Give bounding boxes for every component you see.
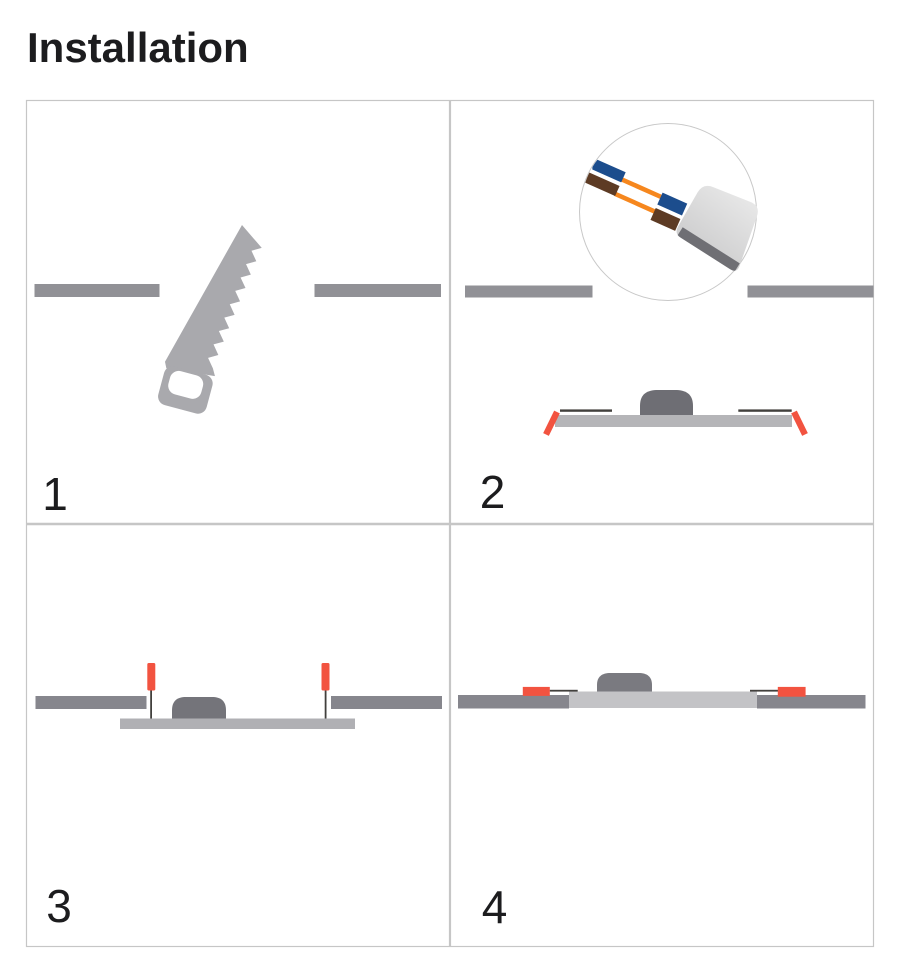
- svg-text:Installation: Installation: [27, 24, 249, 71]
- svg-text:3: 3: [46, 880, 72, 932]
- svg-text:4: 4: [482, 881, 508, 933]
- svg-text:1: 1: [42, 468, 68, 520]
- svg-text:2: 2: [480, 466, 506, 518]
